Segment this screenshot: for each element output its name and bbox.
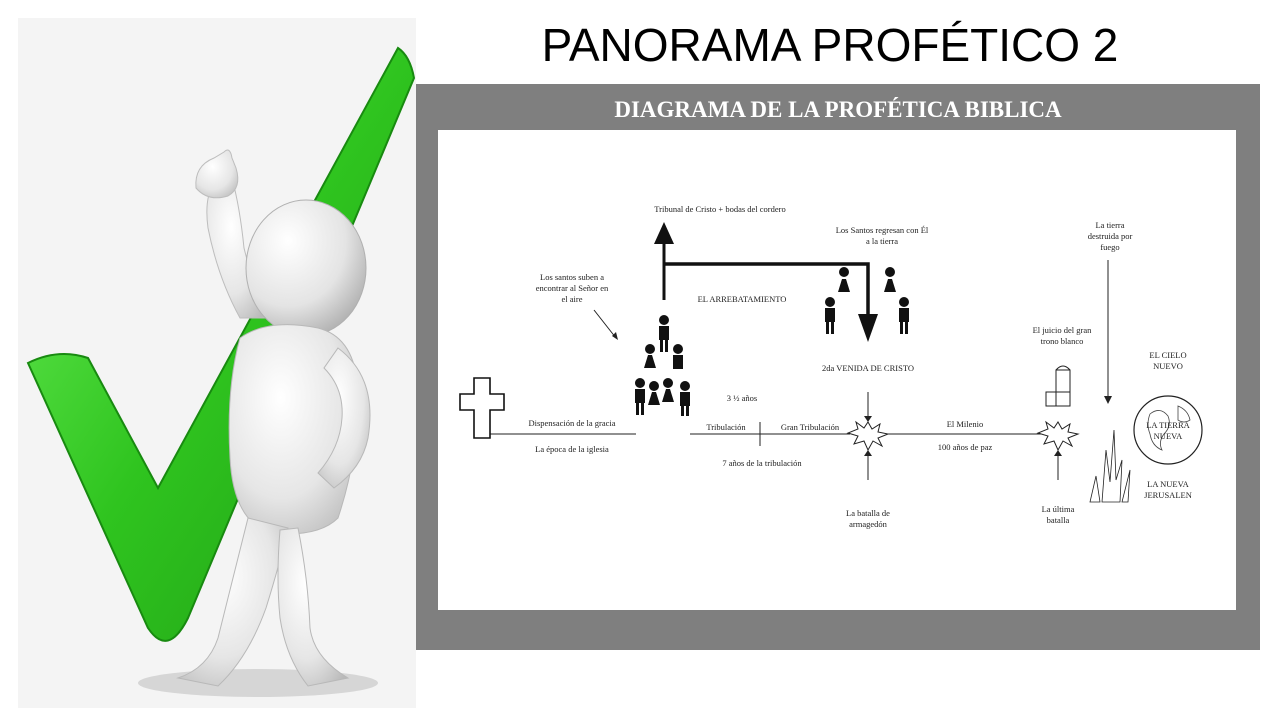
label-nueva-jerusalen-1: LA NUEVA [1147, 479, 1189, 489]
label-tierra-nueva-2: NUEVA [1154, 431, 1184, 441]
label-cien-anos: 100 años de paz [938, 442, 993, 452]
label-santos-suben-1: Los santos suben a [540, 272, 604, 282]
label-cielo-nuevo-1: EL CIELO [1149, 350, 1186, 360]
up-arrow-icon [654, 222, 674, 244]
label-tierra-fuego-2: destruida por [1088, 231, 1133, 241]
label-armagedon-1: La batalla de [846, 508, 890, 518]
label-ultima-2: batalla [1047, 515, 1070, 525]
label-juicio-1: El juicio del gran [1033, 325, 1093, 335]
label-armagedon-2: armagedón [849, 519, 888, 529]
label-dispensacion: Dispensación de la gracia [528, 418, 615, 428]
label-nueva-jerusalen-2: JERUSALEN [1144, 490, 1192, 500]
returning-saints-icon [825, 267, 909, 334]
people-group-icon [635, 315, 690, 416]
label-cielo-nuevo-2: NUEVO [1153, 361, 1183, 371]
down-arrow-icon [858, 314, 878, 342]
label-ultima-1: La última [1042, 504, 1075, 514]
last-battle-explosion-icon [1036, 420, 1080, 452]
label-arrebatamiento: EL ARREBATAMIENTO [698, 294, 787, 304]
diagram-heading: DIAGRAMA DE LA PROFÉTICA BIBLICA [614, 97, 1062, 122]
check-mark-figure-illustration [18, 18, 416, 708]
label-segunda-venida: 2da VENIDA DE CRISTO [822, 363, 914, 373]
label-epoca-iglesia: La época de la iglesia [535, 444, 609, 454]
label-tres-anos: 3 ½ años [727, 393, 757, 403]
label-santos-suben-3: el aire [562, 294, 583, 304]
new-earth-globe-icon [1133, 395, 1203, 465]
cross-icon [459, 377, 505, 439]
slide-title: PANORAMA PROFÉTICO 2 [541, 19, 1119, 71]
check-mark-icon [26, 46, 416, 642]
label-tribulacion: Tribulación [706, 422, 746, 432]
label-tribunal: Tribunal de Cristo + bodas del cordero [654, 204, 786, 214]
label-santos-suben-2: encontrar al Señor en [536, 283, 609, 293]
armageddon-explosion-icon [846, 420, 890, 452]
timeline-diagram: Tribunal de Cristo + bodas del cordero L… [459, 204, 1203, 529]
label-siete-anos: 7 años de la tribulación [722, 458, 802, 468]
label-santos-regresan-1: Los Santos regresan con Él [836, 225, 929, 235]
label-tierra-fuego-1: La tierra [1095, 220, 1124, 230]
label-tierra-nueva-1: LA TIERRA [1146, 420, 1190, 430]
label-santos-regresan-2: a la tierra [866, 236, 898, 246]
label-gran-tribulacion: Gran Tribulación [781, 422, 840, 432]
diagram-panel: Tribunal de Cristo + bodas del cordero L… [438, 130, 1236, 610]
white-throne-icon [1045, 365, 1071, 407]
label-tierra-fuego-3: fuego [1100, 242, 1119, 252]
label-juicio-2: trono blanco [1041, 336, 1084, 346]
label-milenio: El Milenio [947, 419, 984, 429]
fire-icon [1089, 429, 1131, 503]
prophetic-diagram-frame: DIAGRAMA DE LA PROFÉTICA BIBLICA [416, 84, 1260, 650]
